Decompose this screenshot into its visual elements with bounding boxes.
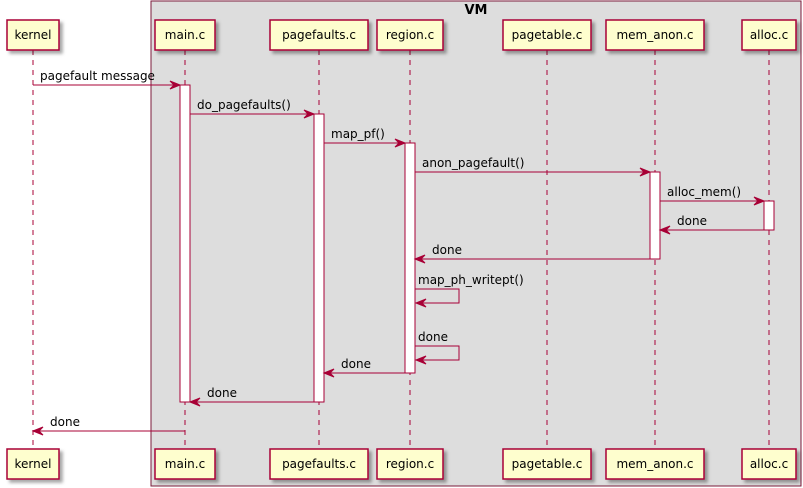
participant-label: region.c [386, 28, 434, 42]
participant-mem_anon-bottom: mem_anon.c [605, 448, 705, 480]
vm-group-title: VM [465, 3, 488, 18]
participant-alloc-top: alloc.c [741, 19, 797, 51]
participant-box [741, 19, 797, 51]
participant-box [741, 448, 797, 480]
message-label: done [418, 330, 448, 344]
message-5: alloc_mem() [660, 185, 766, 206]
message-label: done [677, 214, 707, 228]
vm-group: VM [150, 0, 802, 487]
participant-label: pagefaults.c [282, 28, 356, 42]
participant-label: main.c [165, 28, 205, 42]
participant-box [154, 19, 216, 51]
participant-box [269, 19, 369, 51]
message-line [415, 288, 460, 304]
message-8: map_ph_writept() [414, 273, 524, 308]
participant-box [154, 448, 216, 480]
participant-box [376, 19, 444, 51]
message-12: done [31, 415, 185, 436]
message-label: done [341, 357, 371, 371]
message-arrowhead [322, 368, 335, 378]
participant-label: mem_anon.c [616, 28, 693, 42]
participant-label: alloc.c [750, 28, 788, 42]
participant-box [502, 19, 592, 51]
message-arrowhead [658, 225, 671, 235]
participant-mem_anon-top: mem_anon.c [605, 19, 705, 51]
activation-pagefaults [313, 113, 325, 403]
participant-main-bottom: main.c [154, 448, 216, 480]
activation-mem_anon [649, 171, 661, 260]
activation-alloc [763, 200, 775, 231]
message-1: pagefault message [33, 69, 182, 90]
message-arrowhead [414, 355, 427, 365]
participant-box [605, 19, 705, 51]
participant-alloc-bottom: alloc.c [741, 448, 797, 480]
message-arrowhead [303, 109, 316, 119]
message-label: done [432, 243, 462, 257]
participant-box [376, 448, 444, 480]
participant-box [6, 19, 60, 51]
message-label: map_ph_writept() [418, 273, 524, 287]
participant-pagefaults-top: pagefaults.c [269, 19, 369, 51]
participant-label: alloc.c [750, 457, 788, 471]
message-arrowhead [413, 254, 426, 264]
participant-kernel-top: kernel [6, 19, 60, 51]
message-label: map_pf() [331, 127, 385, 141]
participant-region-bottom: region.c [376, 448, 444, 480]
participant-box [6, 448, 60, 480]
participant-pagefaults-bottom: pagefaults.c [269, 448, 369, 480]
message-10: done [322, 357, 405, 378]
message-arrowhead [169, 80, 182, 90]
participant-label: mem_anon.c [616, 457, 693, 471]
message-arrowhead [188, 397, 201, 407]
participant-pagetable-top: pagetable.c [502, 19, 592, 51]
participant-label: kernel [15, 28, 52, 42]
message-6: done [658, 214, 764, 235]
participant-label: main.c [165, 457, 205, 471]
message-7: done [413, 243, 650, 264]
message-arrowhead [639, 167, 652, 177]
participant-label: region.c [386, 457, 434, 471]
participant-label: pagetable.c [512, 457, 583, 471]
message-11: done [188, 386, 314, 407]
message-arrowhead [414, 298, 427, 308]
message-arrowhead [753, 196, 766, 206]
participant-label: pagefaults.c [282, 457, 356, 471]
participant-box [502, 448, 592, 480]
participant-box [605, 448, 705, 480]
activation-region [404, 142, 416, 374]
message-arrowhead [31, 426, 44, 436]
participant-region-top: region.c [376, 19, 444, 51]
participant-box [269, 448, 369, 480]
activation-main [179, 84, 191, 403]
message-label: done [50, 415, 80, 429]
message-label: alloc_mem() [667, 185, 741, 199]
message-9: done [414, 330, 460, 365]
message-line [415, 345, 460, 361]
participant-main-top: main.c [154, 19, 216, 51]
message-label: done [207, 386, 237, 400]
message-2: do_pagefaults() [190, 98, 316, 119]
message-4: anon_pagefault() [415, 156, 652, 177]
participant-pagetable-bottom: pagetable.c [502, 448, 592, 480]
message-label: do_pagefaults() [197, 98, 291, 112]
participant-label: kernel [15, 457, 52, 471]
message-arrowhead [394, 138, 407, 148]
message-label: anon_pagefault() [422, 156, 524, 170]
message-label: pagefault message [40, 69, 155, 83]
message-3: map_pf() [324, 127, 407, 148]
participant-label: pagetable.c [512, 28, 583, 42]
participant-kernel-bottom: kernel [6, 448, 60, 480]
